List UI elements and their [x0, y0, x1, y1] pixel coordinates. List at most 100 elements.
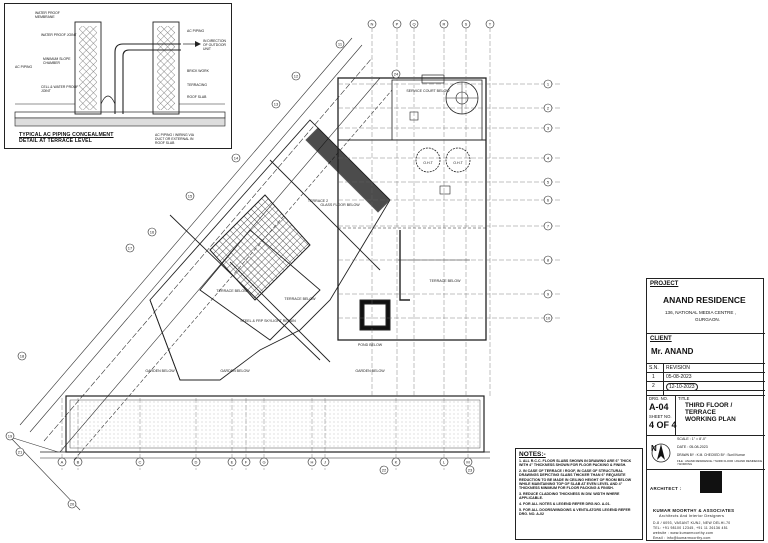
grid-marker: 21	[15, 447, 25, 457]
grid-marker-label: N	[371, 22, 374, 27]
detail-title: TYPICAL AC PIPING CONCEALMENT DETAIL AT …	[19, 132, 114, 144]
detail-label: TERRACING	[187, 83, 207, 87]
detail-label: WATER PROOF MEMBRANE	[35, 11, 60, 19]
drawing-title: THIRD FLOOR / TERRACE WORKING PLAN	[685, 402, 736, 423]
grid-marker-label: 4	[547, 156, 550, 161]
client-name: Mr. ANAND	[651, 347, 694, 356]
grid-marker: R	[439, 19, 449, 29]
grid-marker-circle	[543, 123, 553, 133]
grid-marker-label: 22	[382, 468, 387, 473]
grid-marker: 23	[465, 465, 475, 475]
grid-marker: A	[57, 457, 67, 467]
firm-address-1: D-8 / 6093, VASANT KUNJ, NEW DELHI-70	[653, 521, 731, 525]
sheet-label: SHEET NO.	[649, 414, 672, 419]
drawing-section: DRG. NO. TITLE A-04 SHEET NO. 4 OF 4 THI…	[647, 396, 765, 436]
grid-marker-label: T	[489, 22, 492, 27]
grid-marker-circle	[185, 191, 195, 201]
detail-label: CELL & WATER PROOF JOINT	[41, 85, 79, 93]
detail-title-line2: DETAIL AT TERRACE LEVEL	[19, 138, 93, 144]
drawing-title-line1: THIRD FLOOR /	[685, 402, 733, 409]
grid-marker-label: 1	[547, 82, 550, 87]
detail-label: AC PIPING	[15, 65, 33, 69]
grid-marker: 9	[543, 289, 553, 299]
grid-marker-label: M	[466, 460, 469, 465]
grid-marker-label: 15	[188, 194, 193, 199]
grid-marker-circle	[227, 457, 237, 467]
client-section: CLIENT Mr. ANAND	[647, 334, 765, 364]
grid-marker-circle	[439, 19, 449, 29]
north-label: N	[651, 444, 657, 453]
grid-marker: M	[463, 457, 473, 467]
room-label: GARDEN BELOW	[145, 369, 175, 373]
grid-marker-label: L	[443, 460, 446, 465]
grid-marker-label: 6	[547, 198, 550, 203]
grid-marker: 20	[67, 499, 77, 509]
note-item: 3. REDUCE CLADDING THICKNESS IN DW. WIDT…	[519, 492, 620, 501]
grid-marker-label: B	[77, 460, 80, 465]
revision-section: S.N. REVISION 1 05-08-2023 2 12-10-2023	[647, 364, 765, 396]
revision-2: 12-10-2023	[666, 383, 698, 391]
grid-marker-label: 3	[547, 126, 550, 131]
rev-index-1: 1	[652, 374, 655, 380]
grid-marker-label: 13	[274, 102, 279, 107]
grid-marker-label: 2	[547, 106, 550, 111]
room-label: STEEL & FRP SKYLIGHT RETAIN	[240, 319, 296, 323]
notes-panel: NOTES:- 1. ALL R.C.C. FLOOR SLABS SHOWN …	[515, 448, 643, 540]
grid-marker: 4	[543, 153, 553, 163]
grid-marker-circle	[125, 243, 135, 253]
note-item: 2. IN CASE OF TERRACE / ROOF, IN CASE OF…	[519, 469, 632, 491]
grid-marker-circle	[307, 457, 317, 467]
grid-marker-circle	[543, 313, 553, 323]
title-block: PROJECT ANAND RESIDENCE 136, NATIONAL ME…	[646, 278, 765, 541]
grid-lines	[61, 20, 560, 470]
grid-marker-label: 9	[547, 292, 550, 297]
revision-row-line	[647, 390, 765, 391]
north-arrow	[647, 436, 675, 470]
grid-marker-circle	[543, 255, 553, 265]
grid-marker-circle	[320, 457, 330, 467]
room-label: TERRACE BELOW	[216, 289, 248, 293]
grid-marker: H	[307, 457, 317, 467]
grid-marker-circle	[391, 457, 401, 467]
detail-label: BRICK WORK	[187, 69, 209, 73]
grid-marker-label: 14	[234, 156, 239, 161]
grid-marker-circle	[17, 351, 27, 361]
grid-marker-label: S	[465, 22, 468, 27]
grid-marker: G	[259, 457, 269, 467]
grid-marker-circle	[391, 69, 401, 79]
grid-marker: 3	[543, 123, 553, 133]
detail-label: ROOF SLAB	[187, 95, 207, 99]
grid-marker-circle	[15, 447, 25, 457]
project-section: PROJECT ANAND RESIDENCE 136, NATIONAL ME…	[647, 279, 765, 334]
grid-marker-label: 10	[546, 316, 551, 321]
firm-tagline: Architects And Interior Designers	[659, 514, 725, 518]
grid-marker: 5	[543, 177, 553, 187]
dwg-no: A-04	[649, 402, 669, 412]
rev-index-2: 2	[652, 383, 655, 389]
firm-name: KUMAR MOORTHY & ASSOCIATES	[653, 508, 735, 513]
project-label: PROJECT	[650, 281, 679, 287]
grid-marker-circle	[392, 19, 402, 29]
note-item: 5. FOR ALL DOORS/WINDOWS & VENTILATORS L…	[519, 507, 631, 517]
grid-marker: 17	[125, 243, 135, 253]
grid-marker-circle	[259, 457, 269, 467]
grid-marker-label: 20	[70, 502, 75, 507]
grid-marker-circle	[291, 71, 301, 81]
note-item: 1. ALL R.C.C. FLOOR SLABS SHOWN IN DRAWI…	[519, 459, 632, 468]
file-path: FILE : ANAND RESIDENCE / THIRD FLOOR / A…	[677, 459, 763, 467]
grid-marker-label: K	[395, 460, 398, 465]
grid-marker-circle	[5, 431, 15, 441]
grid-marker-circle	[67, 499, 77, 509]
note-item: 4. FOR ALL NOTES & LEGEND REFER DRG.NO. …	[519, 502, 611, 507]
grid-marker: D	[191, 457, 201, 467]
ac-piping-detail-drawing	[14, 21, 226, 127]
revision-label: REVISION	[666, 365, 690, 371]
grid-marker-label: 21	[18, 450, 23, 455]
grid-marker: S	[461, 19, 471, 29]
drawing-title-line3: WORKING PLAN	[685, 416, 736, 423]
grid-marker-label: 24	[394, 72, 399, 77]
grid-marker-circle	[543, 195, 553, 205]
grid-marker-label: 19	[8, 434, 13, 439]
